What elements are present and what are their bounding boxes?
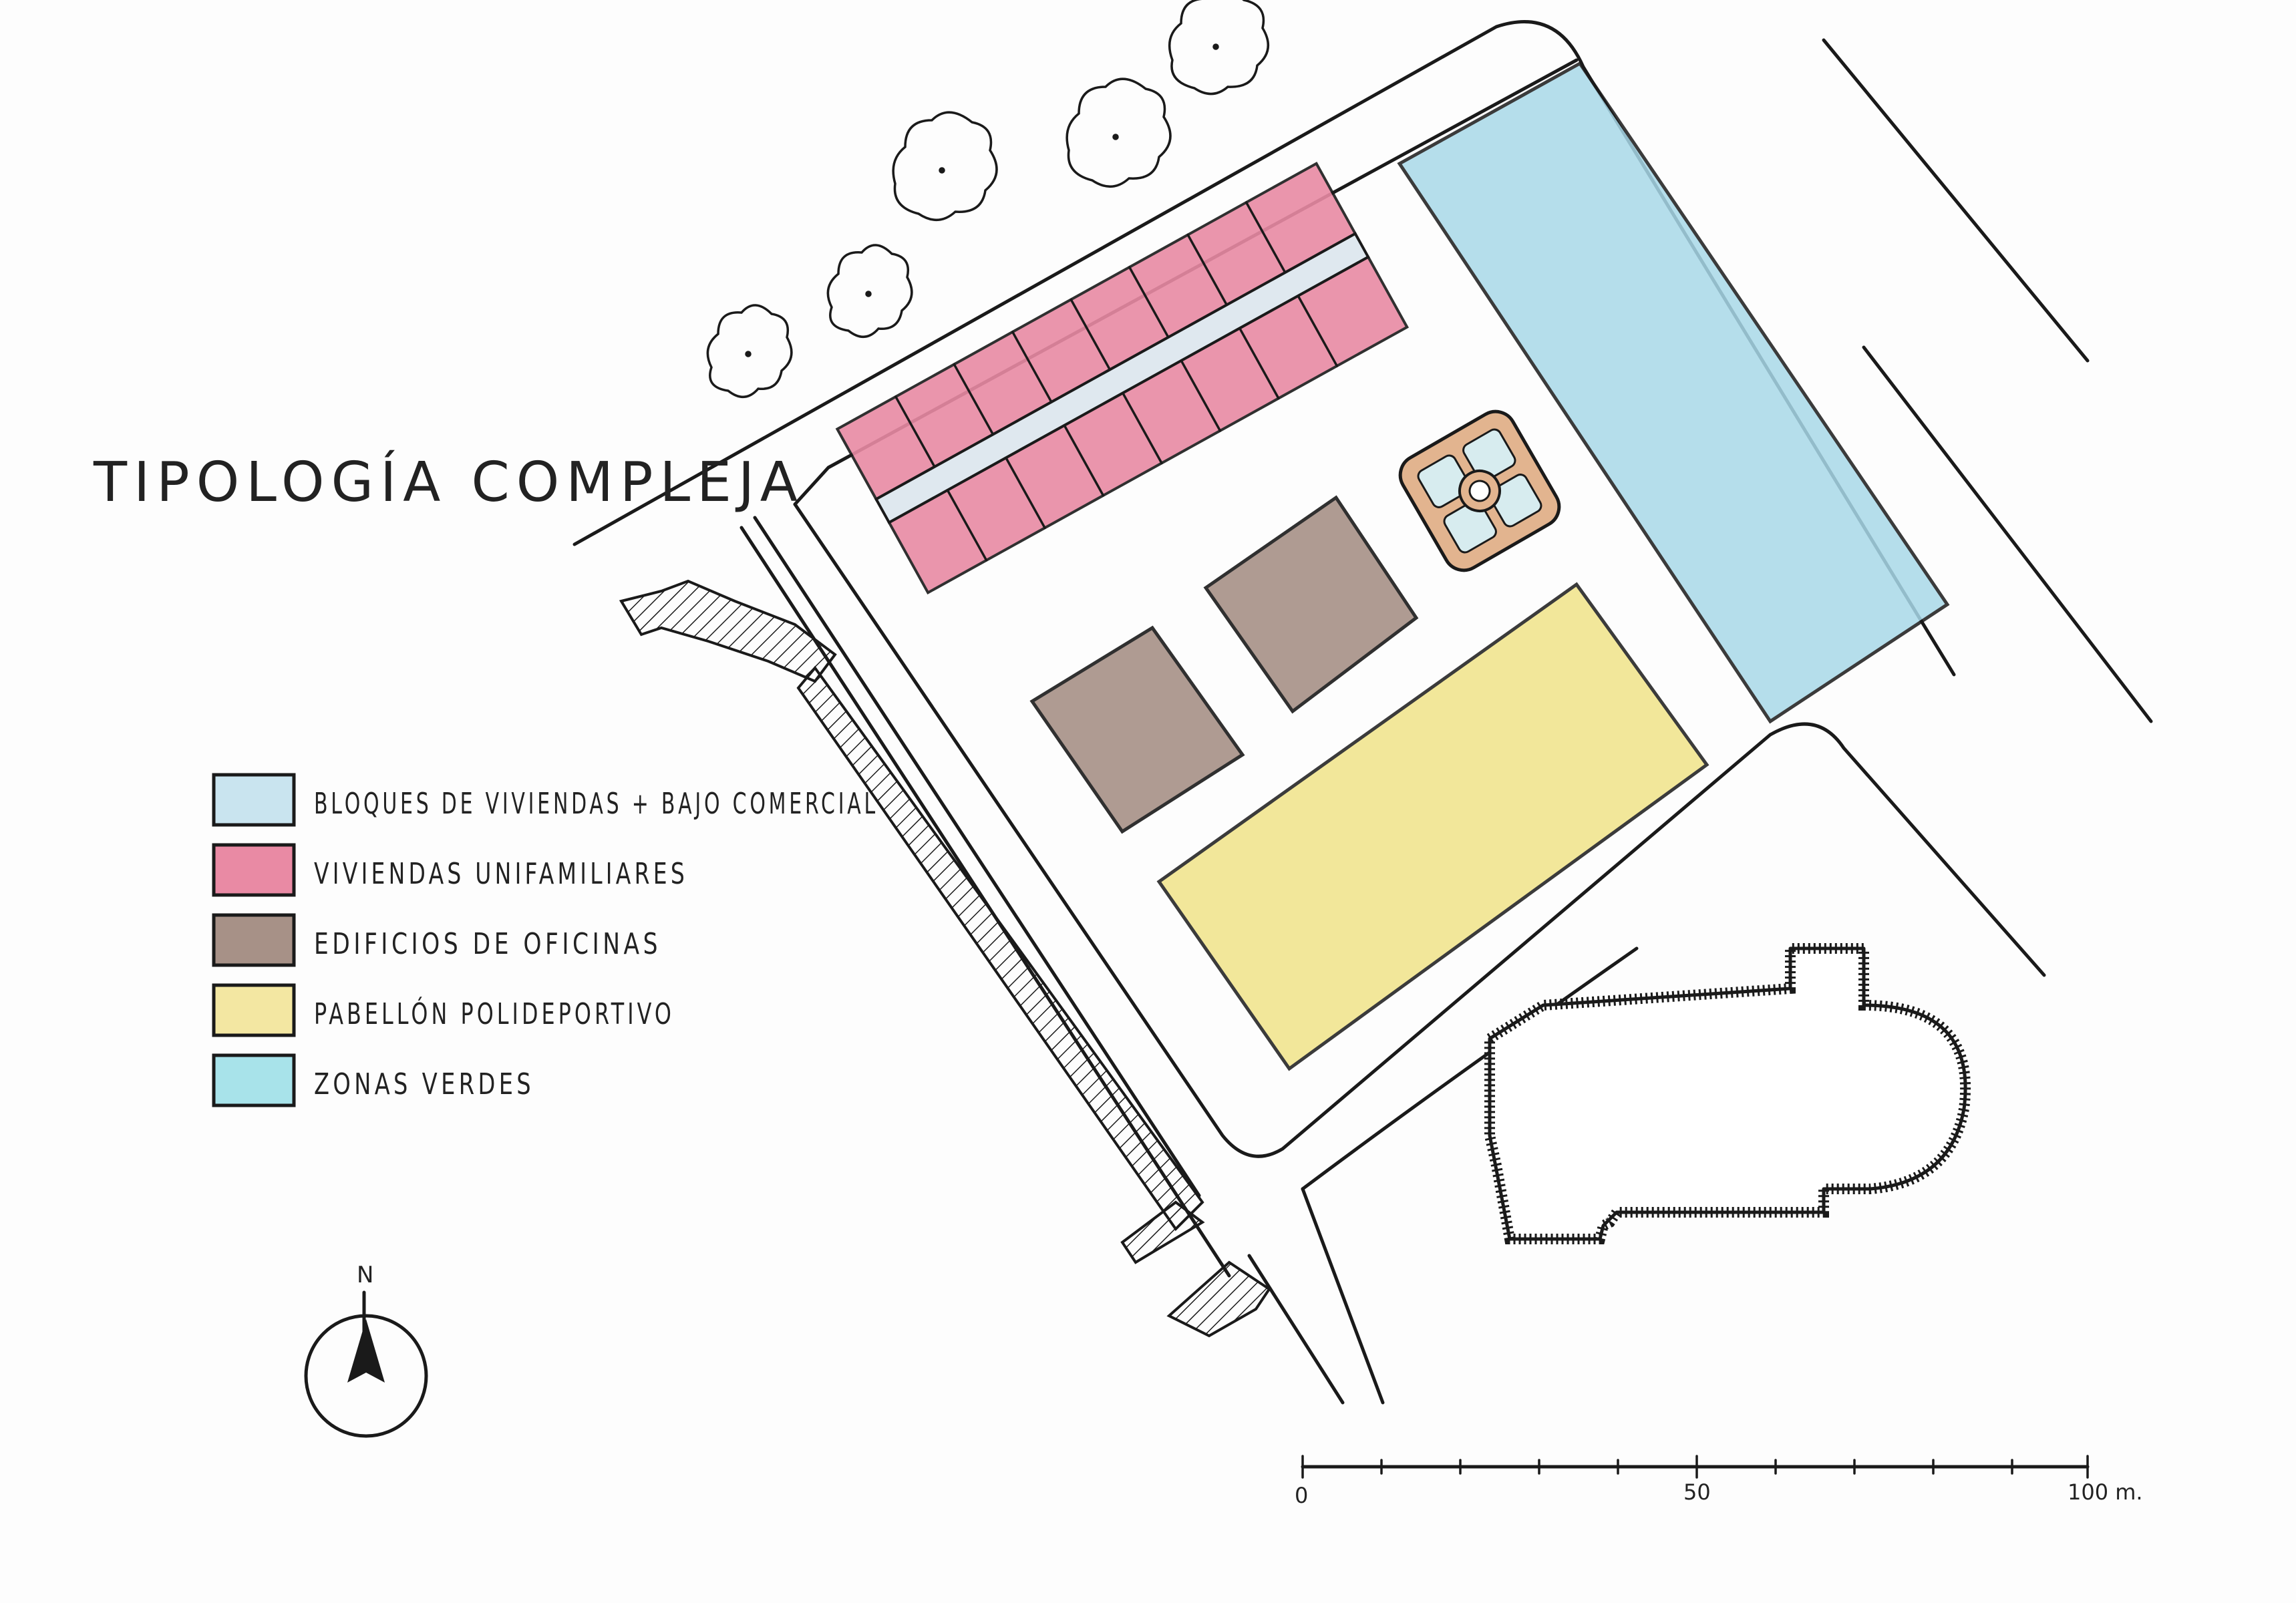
legend-label-bloques: BLOQUES DE VIVIENDAS + BAJO COMERCIAL <box>314 787 878 821</box>
tree-icon <box>1065 77 1172 188</box>
legend-label-oficinas: EDIFICIOS DE OFICINAS <box>314 927 661 961</box>
north-arrow-icon: N <box>304 1262 428 1438</box>
north-label: N <box>357 1262 373 1288</box>
legend-label-unifamiliares: VIVIENDAS UNIFAMILIARES <box>314 857 688 891</box>
legend-swatch-unifamiliares <box>212 843 296 897</box>
legend-label-polideportivo: PABELLÓN POLIDEPORTIVO <box>314 996 675 1031</box>
scale-bar: 0 50 100 m. <box>1295 1455 2143 1508</box>
tree-icon <box>706 304 793 398</box>
existing-buildings-west <box>619 579 1271 1338</box>
office-building-1 <box>1029 625 1245 834</box>
tree-icon <box>892 111 998 222</box>
scale-label-100: 100 m. <box>2068 1479 2143 1505</box>
map-title: TIPOLOGÍA COMPLEJA <box>93 450 804 514</box>
legend: BLOQUES DE VIVIENDAS + BAJO COMERCIAL VI… <box>212 773 878 1107</box>
tree-icon <box>1168 0 1270 96</box>
legend-swatch-oficinas <box>212 913 296 967</box>
office-building-2 <box>1203 495 1419 714</box>
plaza <box>1398 409 1561 572</box>
legend-swatch-polideportivo <box>212 983 296 1037</box>
scale-label-50: 50 <box>1683 1479 1711 1505</box>
legend-swatch-zonas-verdes <box>212 1053 296 1107</box>
tree-icon <box>826 244 913 338</box>
zone-viviendas-unifamiliares <box>835 162 1410 595</box>
street-lines <box>572 20 2153 1405</box>
scale-label-0: 0 <box>1295 1483 1308 1508</box>
legend-label-zonas-verdes: ZONAS VERDES <box>314 1067 534 1101</box>
legend-swatch-bloques <box>212 773 296 827</box>
zone-pabellon-polideportivo <box>1156 582 1709 1071</box>
church-building <box>1484 943 1971 1244</box>
zone-bloques-viviendas <box>1397 61 1950 724</box>
tree-row <box>706 0 1270 398</box>
